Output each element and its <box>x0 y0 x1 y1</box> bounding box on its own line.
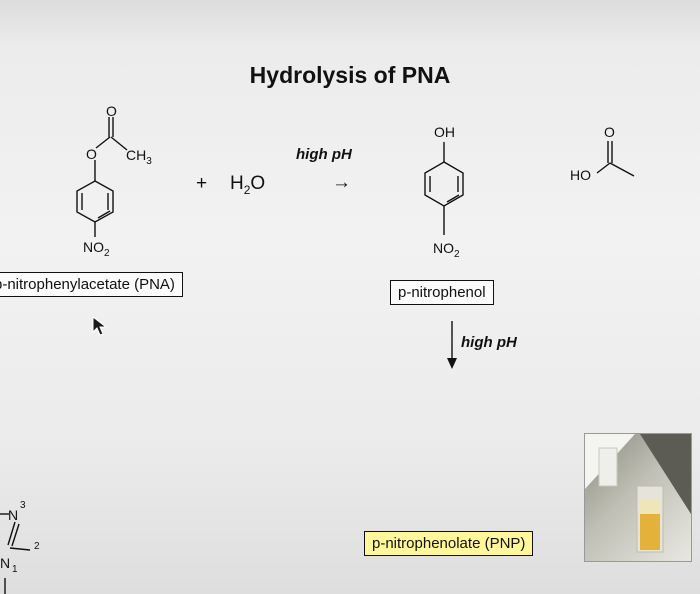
pna-c-methyl-bond <box>110 136 128 151</box>
cuvette-photo <box>584 433 692 562</box>
water-formula: H2O <box>230 173 266 197</box>
pna-carbonyl-o-label: O <box>106 103 117 119</box>
pnp-name-box: p-nitrophenolate (PNP) <box>364 531 534 556</box>
nitrophenol-nitro-label: NO2 <box>433 240 460 260</box>
partial-n1-label: N <box>0 555 11 571</box>
partial-num-2: 2 <box>34 541 40 552</box>
arrow2-condition: high pH <box>461 334 517 351</box>
pna-name-box: p-nitrophenylacetate (PNA) <box>0 272 183 297</box>
acetic-o-c-bond <box>596 162 611 174</box>
nitrophenol-benzene-ring <box>424 161 464 207</box>
pna-benzene-ring <box>76 180 114 223</box>
cuvette-illustration <box>585 434 691 553</box>
nitrophenol-name-box: p-nitrophenol <box>390 280 494 305</box>
nitrophenol-oh-label: OH <box>434 124 455 140</box>
slide-title: Hydrolysis of PNA <box>249 62 451 88</box>
partial-num-1: 1 <box>12 564 18 575</box>
mouse-pointer-icon <box>92 316 108 336</box>
right-arrow-icon: → <box>332 172 351 193</box>
arrow1-condition: high pH <box>296 146 352 163</box>
plus-sign: + <box>196 173 208 194</box>
partial-n-label: N <box>8 507 19 523</box>
partial-num-3: 3 <box>20 500 26 511</box>
pna-nitro-label: NO2 <box>83 239 110 259</box>
acetic-c-methyl-bond <box>609 162 635 177</box>
pna-o-c-bond <box>95 136 111 149</box>
acetic-ho-label: HO <box>570 167 591 183</box>
pna-methyl-label: CH3 <box>126 147 152 167</box>
pna-ester-o-label: O <box>86 146 97 162</box>
down-arrow-head <box>447 358 457 369</box>
acetic-carbonyl-o-label: O <box>604 124 615 140</box>
